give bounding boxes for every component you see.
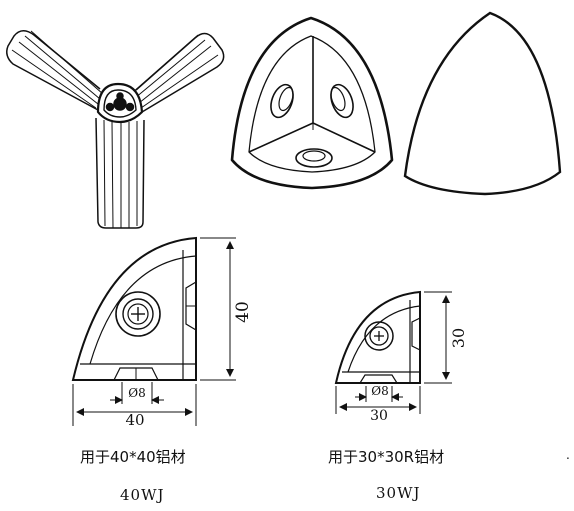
dim-30-hole: Ø8 [371,384,388,398]
stray-mark: . [566,448,570,462]
dim-40-height: 40 [233,301,253,323]
caption-30: 用于30*30R铝材 [328,448,445,466]
caption-40: 用于40*40铝材 [80,448,186,466]
dim-40-width: 40 [125,411,144,429]
dim-40-hole: Ø8 [128,386,145,400]
three-way-profile-junction [6,30,225,229]
model-code-40wj: 40WJ [120,486,165,504]
corner-cap-30-drawing [334,290,452,414]
corner-cap-inner-view [230,16,394,190]
dim-30-width: 30 [370,408,388,424]
model-code-30wj: 30WJ [376,484,421,502]
dim-30-height: 30 [449,328,468,348]
corner-cap-outer-view [403,11,562,196]
corner-cap-40-drawing [71,236,236,426]
